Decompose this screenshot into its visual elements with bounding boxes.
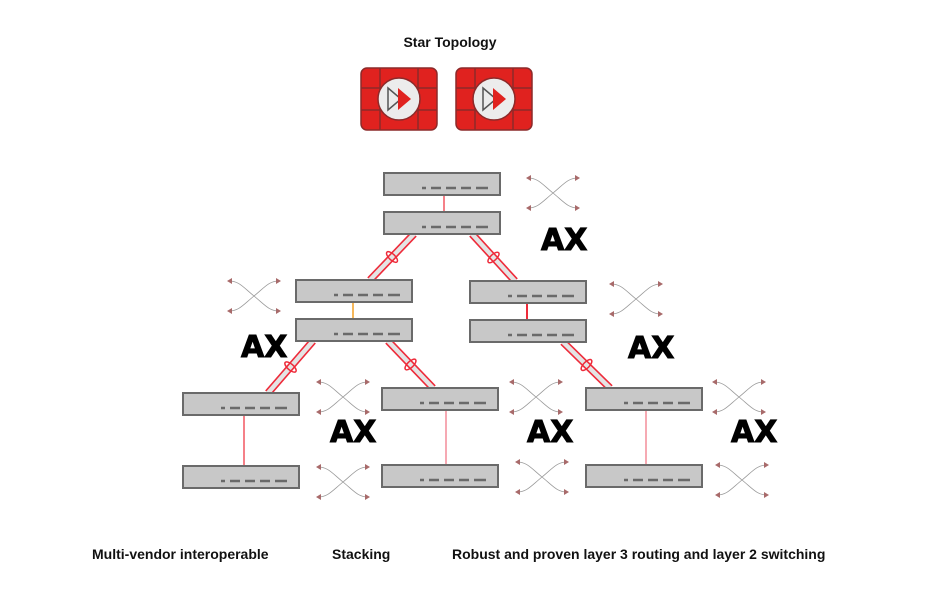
ax-label: AX <box>330 415 376 450</box>
crossing-arrows-icon <box>711 378 767 416</box>
diagram-title: Star Topology <box>403 34 497 50</box>
switch-dist-right-top <box>468 279 588 305</box>
ax-label: AX <box>241 330 287 365</box>
uplink-link <box>469 231 518 284</box>
firewall-icon <box>455 67 533 131</box>
caption-multi-vendor: Multi-vendor interoperable <box>92 546 269 562</box>
switch-access-2-top <box>380 386 500 412</box>
switch-access-1-bottom <box>181 464 301 490</box>
crossing-arrows-icon <box>508 378 564 416</box>
crossing-arrows-icon <box>525 174 581 212</box>
switch-dist-left-bottom <box>294 317 414 343</box>
crossing-arrows-icon <box>315 378 371 416</box>
caption-routing-switching: Robust and proven layer 3 routing and la… <box>452 546 826 562</box>
switch-core-bottom <box>382 210 502 236</box>
link-aggregation-icon <box>487 251 500 264</box>
crossing-arrows-icon <box>315 463 371 501</box>
switch-access-3-top <box>584 386 704 412</box>
crossing-arrows-icon <box>608 280 664 318</box>
ax-label: AX <box>527 415 573 450</box>
caption-stacking: Stacking <box>332 546 391 562</box>
uplink-link <box>265 338 316 396</box>
switch-dist-left-top <box>294 278 414 304</box>
uplink-link <box>385 338 436 391</box>
ax-label: AX <box>628 331 674 366</box>
switch-core-top <box>382 171 502 197</box>
uplink-link <box>560 339 613 391</box>
link-aggregation-icon <box>404 358 417 371</box>
switch-access-2-bottom <box>380 463 500 489</box>
ax-label: AX <box>541 223 587 258</box>
crossing-arrows-icon <box>514 458 570 496</box>
switch-access-1-top <box>181 391 301 417</box>
ax-label: AX <box>731 415 777 450</box>
link-aggregation-icon <box>385 250 399 264</box>
uplink-link <box>367 231 417 283</box>
link-aggregation-icon <box>284 361 297 373</box>
crossing-arrows-icon <box>714 461 770 499</box>
crossing-arrows-icon <box>226 277 282 315</box>
switch-access-3-bottom <box>584 463 704 489</box>
firewall-icon <box>360 67 438 131</box>
link-aggregation-icon <box>580 358 593 372</box>
switch-dist-right-bottom <box>468 318 588 344</box>
